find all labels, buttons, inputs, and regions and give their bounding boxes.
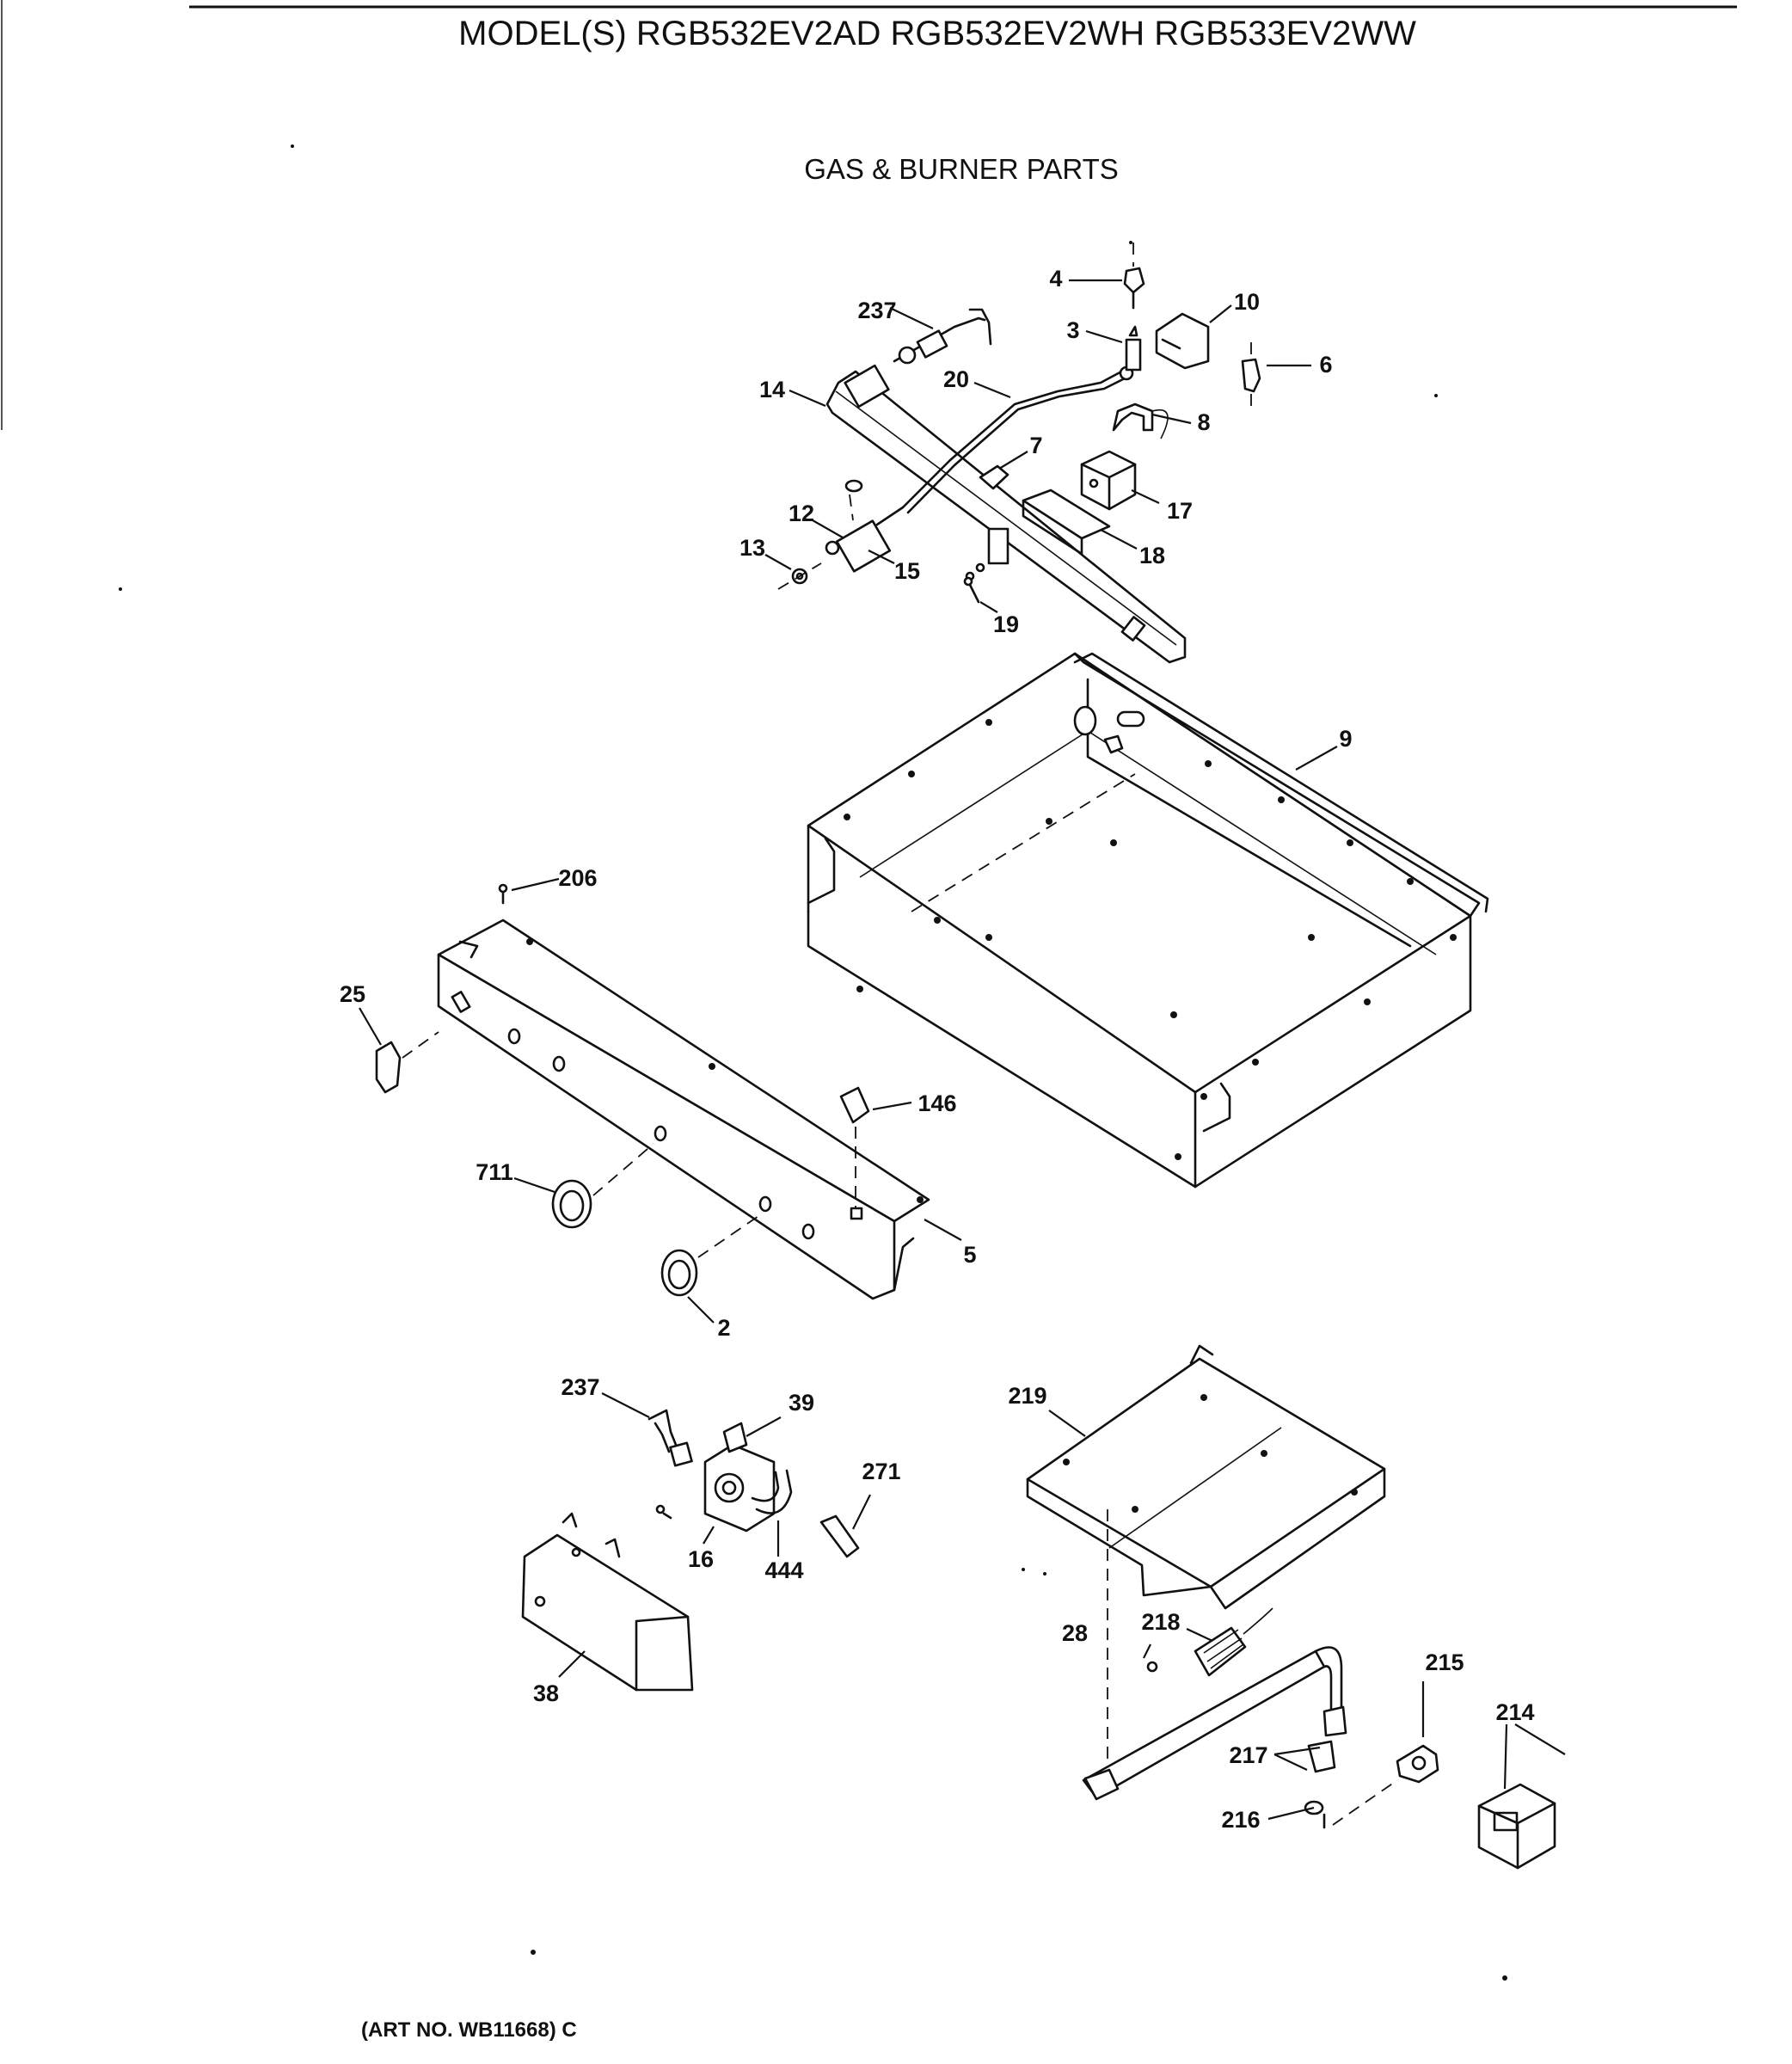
knob-711: [551, 1143, 654, 1229]
gas-line-237-lower: [647, 1409, 681, 1455]
washer-216: [1304, 1800, 1324, 1815]
scan-specks: [119, 144, 1507, 1981]
electrode-218: [1194, 1607, 1273, 1677]
callout-271: 271: [862, 1459, 900, 1484]
callout-4: 4: [1049, 266, 1062, 292]
elbow-444: [755, 1469, 793, 1514]
burner-baffle-219: [1026, 1344, 1386, 1610]
callout-9: 9: [1339, 726, 1352, 752]
callout-20: 20: [943, 366, 969, 392]
screw-28: [1146, 1661, 1158, 1673]
burner-valve: [835, 519, 892, 573]
pilot-tube: [901, 368, 1126, 509]
leader-lines: [359, 279, 1566, 1821]
callout-237-top: 237: [857, 298, 896, 323]
callout-237-lower: 237: [561, 1374, 599, 1400]
orifice-3: [1125, 338, 1142, 372]
callout-10: 10: [1234, 289, 1260, 315]
knob-2: [660, 1213, 762, 1297]
callout-8: 8: [1197, 409, 1210, 435]
callout-25: 25: [340, 981, 365, 1007]
callout-3: 3: [1066, 317, 1079, 343]
igniter-4: [1123, 267, 1145, 294]
part-146: [839, 1086, 870, 1124]
callout-14: 14: [759, 377, 785, 402]
manifold-fitting: [844, 364, 890, 408]
fitting-271: [819, 1514, 860, 1558]
burner-box: [807, 652, 1489, 1189]
callout-15: 15: [894, 558, 920, 584]
screw-206: [498, 883, 508, 905]
callout-214: 214: [1495, 1699, 1534, 1725]
callout-17: 17: [1167, 498, 1193, 524]
manifold-bracket: [987, 527, 1010, 565]
callout-18: 18: [1139, 543, 1165, 568]
box-holes: [844, 719, 1457, 1160]
callout-labels: 4 10 237 3 6 20 14 8 7 17 12 18 13 15 19…: [340, 266, 1535, 1833]
callout-218: 218: [1141, 1609, 1180, 1635]
callout-13: 13: [740, 535, 765, 561]
clip-25: [375, 1041, 402, 1094]
part-6: [1241, 358, 1261, 393]
switch-214: [1477, 1783, 1556, 1870]
callout-12: 12: [789, 501, 814, 526]
manifold-assembly: [777, 243, 1261, 664]
bracket-217: [1307, 1740, 1336, 1773]
callout-219: 219: [1008, 1383, 1046, 1409]
screw-19: [968, 583, 980, 604]
callout-206: 206: [558, 865, 597, 891]
callout-215: 215: [1425, 1649, 1464, 1675]
callout-7: 7: [1029, 433, 1042, 458]
bake-burner: [1082, 1646, 1347, 1801]
art-number: (ART NO. WB11668) C: [361, 2018, 577, 2042]
callout-39: 39: [789, 1390, 814, 1416]
clip-8: [1112, 402, 1154, 432]
callout-19: 19: [993, 611, 1019, 637]
regulator-cover-38: [521, 1512, 694, 1692]
bracket-10: [1155, 312, 1210, 370]
callout-444: 444: [764, 1557, 803, 1583]
callout-711: 711: [476, 1159, 513, 1185]
control-panel: [437, 918, 930, 1300]
model-title: MODEL(S) RGB532EV2AD RGB532EV2WH RGB533E…: [458, 15, 1416, 52]
plate-18: [1022, 488, 1111, 540]
callout-2: 2: [717, 1315, 730, 1341]
section-title: GAS & BURNER PARTS: [804, 153, 1119, 185]
callout-6: 6: [1319, 352, 1332, 378]
clip-7: [979, 464, 1010, 490]
callout-28: 28: [1062, 1620, 1088, 1646]
callout-5: 5: [963, 1242, 976, 1268]
manifold-pipe: [825, 370, 1187, 664]
callout-16: 16: [688, 1546, 714, 1572]
callout-216: 216: [1221, 1807, 1260, 1833]
callout-38: 38: [533, 1680, 559, 1706]
regulator-assembly: [647, 1409, 860, 1558]
callout-217: 217: [1229, 1742, 1267, 1768]
callout-146: 146: [917, 1090, 956, 1116]
